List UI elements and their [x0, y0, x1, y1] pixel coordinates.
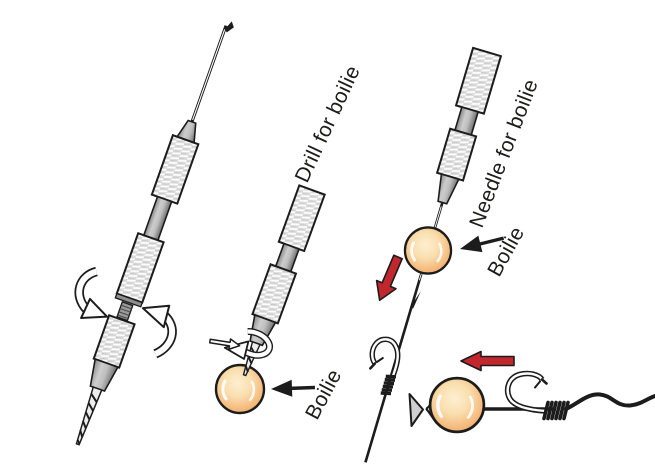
- metal-connector: [142, 195, 173, 242]
- boilie: [403, 226, 453, 275]
- finished-rig: [408, 350, 655, 434]
- drill-bit: [242, 340, 261, 377]
- slide-direction-arrow-red: [460, 350, 515, 372]
- knurl-grip: [435, 127, 478, 182]
- whipping-knot: [380, 374, 397, 396]
- fish-hook: [369, 336, 401, 381]
- boilie: [214, 363, 266, 415]
- label-drill-for-boilie: Drill for boilie: [291, 62, 365, 186]
- knurl-grip: [92, 313, 136, 369]
- boilie-drill-tool: [223, 184, 326, 377]
- boilie-pointer-arrow: [460, 235, 505, 253]
- needle-latch-tip: [224, 21, 234, 33]
- knurl-grip: [277, 184, 326, 253]
- knurl-grip: [251, 263, 298, 325]
- boilie: [428, 376, 486, 434]
- ferrule: [89, 358, 119, 393]
- tool-end-face: [114, 292, 144, 308]
- label-boilie-drill: Boilie: [301, 366, 346, 424]
- drill-bit: [75, 386, 103, 446]
- label-boilie-needle: Boilie: [483, 223, 529, 281]
- knurl-grip: [454, 46, 503, 115]
- pusher-arrow: [208, 338, 241, 351]
- unscrew-arrow-right: [141, 304, 177, 359]
- hooklink-line: [564, 392, 655, 411]
- ferrule: [437, 173, 460, 205]
- knurl-grip: [150, 133, 200, 205]
- fish-hook: [504, 370, 548, 414]
- needle-shaft-highlight: [192, 29, 226, 121]
- combined-tool: [74, 21, 234, 446]
- unscrew-arrow-left: [74, 266, 109, 320]
- knurl-grip: [115, 231, 165, 304]
- boilie-pointer-arrow: [271, 379, 316, 397]
- thread-lines: [117, 304, 132, 320]
- slide-direction-arrow-red: [375, 254, 403, 302]
- needle-latch: [410, 291, 421, 309]
